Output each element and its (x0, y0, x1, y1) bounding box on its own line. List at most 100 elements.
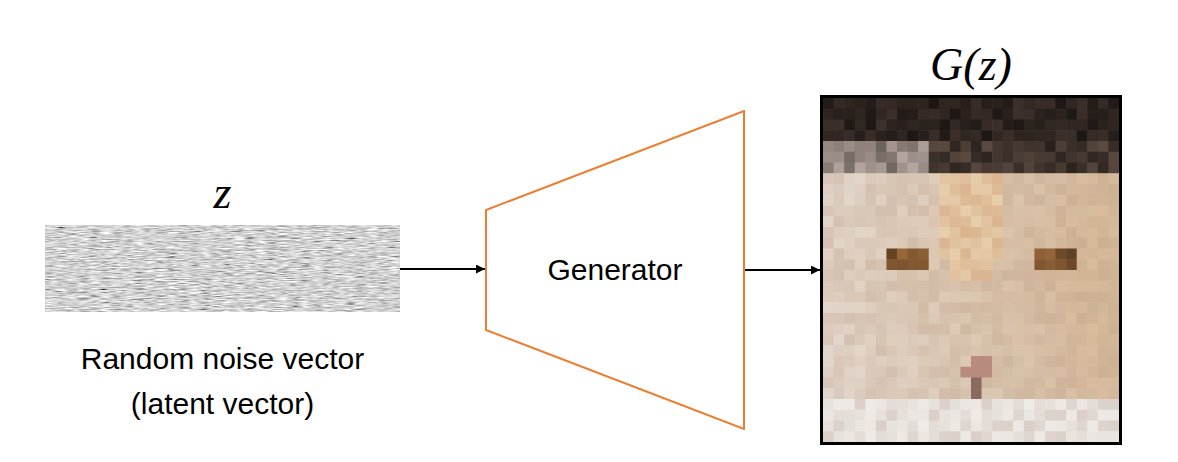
image-pixel (1077, 345, 1088, 356)
image-pixel (1056, 421, 1067, 432)
image-pixel (992, 410, 1003, 421)
image-pixel (886, 399, 897, 410)
image-pixel (1098, 399, 1109, 410)
image-pixel (1024, 421, 1035, 432)
image-pixel (939, 184, 950, 195)
image-pixel (929, 421, 940, 432)
image-pixel (929, 141, 940, 152)
image-pixel (844, 249, 855, 260)
image-pixel (960, 356, 971, 367)
image-pixel (876, 345, 887, 356)
image-pixel (992, 345, 1003, 356)
image-pixel (918, 421, 929, 432)
generator-block: Generator (485, 110, 745, 430)
image-pixel (834, 109, 845, 120)
image-pixel (865, 120, 876, 131)
image-pixel (886, 216, 897, 227)
image-pixel (992, 249, 1003, 260)
image-pixel (950, 399, 961, 410)
image-pixel (908, 281, 919, 292)
image-pixel (855, 227, 866, 238)
image-pixel (1056, 173, 1067, 184)
image-pixel (865, 173, 876, 184)
image-pixel (886, 206, 897, 217)
image-pixel (823, 98, 834, 109)
image-pixel (1066, 378, 1077, 389)
image-pixel (1045, 421, 1056, 432)
image-pixel (1034, 130, 1045, 141)
image-pixel (865, 206, 876, 217)
image-pixel (876, 173, 887, 184)
image-pixel (1077, 249, 1088, 260)
image-pixel (939, 302, 950, 313)
image-pixel (897, 421, 908, 432)
image-pixel (865, 259, 876, 270)
image-pixel (1077, 184, 1088, 195)
generated-image: G(z) (820, 95, 1122, 445)
image-pixel (1045, 270, 1056, 281)
image-pixel (1098, 378, 1109, 389)
image-pixel (992, 216, 1003, 227)
image-pixel (1003, 421, 1014, 432)
image-pixel (1108, 345, 1119, 356)
image-pixel (1034, 378, 1045, 389)
arrow-connector (745, 269, 820, 271)
image-pixel (1024, 345, 1035, 356)
image-pixel (992, 378, 1003, 389)
image-pixel (1003, 292, 1014, 303)
image-pixel (950, 227, 961, 238)
image-pixel (992, 227, 1003, 238)
image-pixel (844, 431, 855, 442)
image-pixel (1034, 324, 1045, 335)
image-pixel (855, 302, 866, 313)
image-pixel (1066, 249, 1077, 260)
image-pixel (992, 120, 1003, 131)
image-pixel (939, 141, 950, 152)
image-pixel (1077, 152, 1088, 163)
image-pixel (834, 130, 845, 141)
image-pixel (1045, 238, 1056, 249)
image-pixel (1098, 120, 1109, 131)
image-pixel (1077, 98, 1088, 109)
image-pixel (950, 130, 961, 141)
image-pixel (992, 388, 1003, 399)
image-pixel (823, 173, 834, 184)
image-pixel (960, 270, 971, 281)
image-pixel (1087, 259, 1098, 270)
image-pixel (982, 120, 993, 131)
image-pixel (1098, 421, 1109, 432)
image-pixel (1013, 421, 1024, 432)
image-pixel (823, 227, 834, 238)
image-pixel (876, 238, 887, 249)
image-pixel (897, 259, 908, 270)
image-pixel (971, 163, 982, 174)
block-label: Generator (515, 253, 715, 287)
image-pixel (1066, 421, 1077, 432)
image-pixel (1013, 195, 1024, 206)
image-pixel (834, 152, 845, 163)
image-pixel (834, 421, 845, 432)
image-pixel (834, 292, 845, 303)
image-pixel (918, 324, 929, 335)
image-pixel (992, 431, 1003, 442)
image-pixel (1077, 270, 1088, 281)
image-pixel (908, 378, 919, 389)
image-pixel (960, 335, 971, 346)
image-pixel (1003, 335, 1014, 346)
image-pixel (1024, 120, 1035, 131)
image-pixel (1013, 249, 1024, 260)
image-pixel (960, 324, 971, 335)
image-pixel (886, 109, 897, 120)
image-pixel (1056, 238, 1067, 249)
image-pixel (992, 399, 1003, 410)
image-pixel (876, 335, 887, 346)
image-pixel (1024, 109, 1035, 120)
image-pixel (1077, 238, 1088, 249)
image-pixel (865, 324, 876, 335)
image-pixel (1003, 109, 1014, 120)
image-pixel (982, 163, 993, 174)
image-pixel (960, 238, 971, 249)
image-pixel (960, 195, 971, 206)
image-pixel (844, 399, 855, 410)
image-pixel (929, 281, 940, 292)
